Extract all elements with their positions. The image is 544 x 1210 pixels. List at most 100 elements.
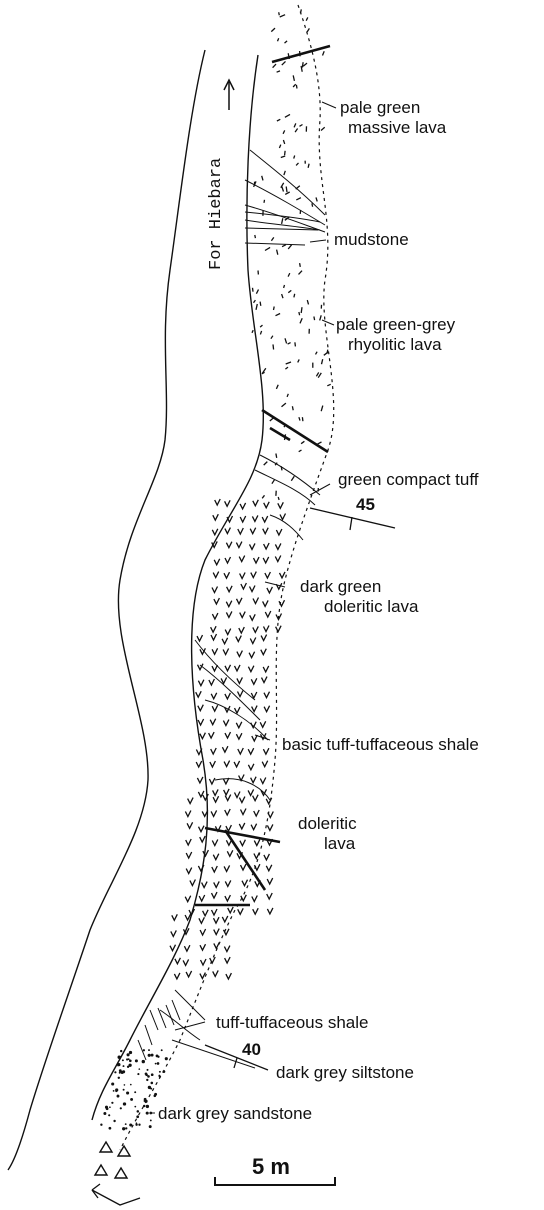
sand-grain-mark xyxy=(143,1105,145,1107)
sand-grain-mark xyxy=(125,1127,127,1129)
lava-dash-mark xyxy=(293,75,294,81)
lava-dash-mark xyxy=(294,156,295,159)
lava-vee-mark xyxy=(224,929,230,935)
sand-grain-mark xyxy=(111,1102,113,1104)
lava-dash-mark xyxy=(301,307,302,313)
sand-grain-mark xyxy=(129,1124,132,1127)
lava-dash-mark xyxy=(293,84,296,87)
lava-vee-mark xyxy=(185,811,191,817)
sand-grain-mark xyxy=(137,1073,139,1075)
lava-vee-mark xyxy=(211,748,217,754)
lava-vee-mark xyxy=(262,516,268,522)
sand-grain-mark xyxy=(136,1115,139,1118)
lava-dash-mark xyxy=(294,294,295,298)
lava-vee-mark xyxy=(200,836,206,842)
lava-vee-mark xyxy=(237,651,243,657)
lava-dash-mark xyxy=(314,317,315,321)
lava-vee-mark xyxy=(241,864,247,870)
lava-vee-mark xyxy=(252,706,258,712)
lava-vee-mark xyxy=(278,502,284,508)
lava-dash-mark xyxy=(299,450,302,452)
lava-vee-mark xyxy=(236,733,242,739)
lava-vee-mark xyxy=(214,929,220,935)
lava-vee-mark xyxy=(197,635,203,641)
sand-grain-mark xyxy=(111,1082,114,1085)
lava-vee-mark xyxy=(267,893,273,899)
lava-vee-mark xyxy=(201,959,207,965)
lava-vee-mark xyxy=(264,692,270,698)
lava-dash-mark xyxy=(299,271,303,275)
lava-vee-mark xyxy=(224,789,230,795)
lava-vee-mark xyxy=(190,880,196,886)
sand-grain-mark xyxy=(129,1059,132,1062)
lava-vee-mark xyxy=(203,910,209,916)
lava-vee-mark xyxy=(264,854,270,860)
lava-dash-mark xyxy=(274,307,275,311)
lava-vee-mark xyxy=(213,854,219,860)
lava-vee-mark xyxy=(200,733,206,739)
sand-grain-mark xyxy=(113,1120,115,1122)
lava-vee-mark xyxy=(251,777,257,783)
sand-grain-mark xyxy=(151,1082,154,1085)
lava-dash-mark xyxy=(276,385,278,389)
lava-dash-mark xyxy=(273,64,276,68)
lava-dash-mark xyxy=(299,312,300,315)
lava-dash-mark xyxy=(312,203,313,206)
lava-vee-mark xyxy=(263,557,269,563)
lava-dash-mark xyxy=(254,300,256,303)
sand-grain-mark xyxy=(154,1093,157,1096)
lava-dash-mark xyxy=(286,187,287,193)
lava-vee-mark xyxy=(249,652,255,658)
lava-vee-mark xyxy=(239,823,245,829)
lava-vee-mark xyxy=(276,529,282,535)
lava-dash-mark xyxy=(271,336,273,339)
lava-vee-mark xyxy=(211,693,217,699)
lava-vee-mark xyxy=(224,572,230,578)
lava-dash-mark xyxy=(284,285,285,288)
lava-vee-mark xyxy=(186,852,192,858)
lava-vee-mark xyxy=(235,792,241,798)
lava-vee-mark xyxy=(266,865,272,871)
lava-vee-mark xyxy=(225,528,231,534)
sand-grain-mark xyxy=(126,1091,129,1094)
lava-vee-mark xyxy=(254,557,260,563)
sand-grain-mark xyxy=(157,1062,160,1065)
lava-vee-mark xyxy=(248,666,254,672)
label-pale-green-grey-rhyolitic-lava: pale green-grey rhyolitic lava xyxy=(336,315,455,355)
lava-vee-mark xyxy=(241,895,247,901)
lava-vee-mark xyxy=(226,542,232,548)
lava-dash-mark xyxy=(255,235,256,238)
lava-dash-mark xyxy=(260,331,261,335)
lava-vee-mark xyxy=(225,957,231,963)
lava-vee-mark xyxy=(254,853,260,859)
lava-vee-mark xyxy=(265,611,271,617)
sand-grain-mark xyxy=(159,1071,161,1073)
lava-dash-mark xyxy=(308,164,309,168)
dip-value-lower: 40 xyxy=(242,1040,261,1060)
lava-vee-mark xyxy=(213,514,219,520)
lava-dash-mark xyxy=(280,15,285,17)
lava-vee-mark xyxy=(214,559,220,565)
lava-vee-mark xyxy=(265,572,271,578)
sand-grain-mark xyxy=(100,1124,102,1126)
lava-vee-mark xyxy=(223,720,229,726)
road-arrow xyxy=(224,80,234,110)
lava-dash-mark xyxy=(285,114,290,117)
lava-vee-mark xyxy=(212,892,218,898)
lava-dash-mark xyxy=(301,9,302,13)
lava-vee-mark xyxy=(253,598,259,604)
lava-dash-mark xyxy=(285,367,288,369)
lava-vee-mark xyxy=(212,705,218,711)
lava-vee-mark xyxy=(213,789,219,795)
lava-vee-mark xyxy=(238,748,244,754)
lava-dash-mark xyxy=(262,176,263,181)
lava-vee-mark xyxy=(224,865,230,871)
lava-vee-mark xyxy=(211,634,217,640)
lava-vee-mark xyxy=(214,881,220,887)
sand-grain-mark xyxy=(138,1124,140,1126)
lava-vee-mark xyxy=(200,944,206,950)
sand-grain-mark xyxy=(119,1072,121,1074)
sand-grain-mark xyxy=(130,1084,132,1086)
lava-vee-mark xyxy=(250,586,256,592)
lava-vee-mark xyxy=(222,746,228,752)
